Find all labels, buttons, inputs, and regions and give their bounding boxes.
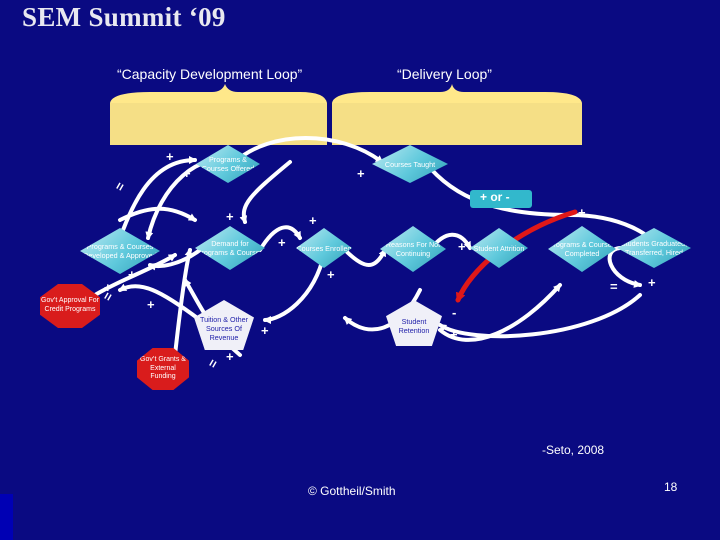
delivery-loop-label: “Delivery Loop” [397,66,492,82]
link-retention-to-completed [438,283,562,342]
citation: -Seto, 2008 [542,443,605,457]
sign-plus: + [450,327,458,342]
left-edge-bar [0,494,13,540]
link-grants-to-demand [173,248,193,357]
link-offered-to-taught [233,136,384,164]
sign-plus: + [278,235,286,250]
sign-plus: + [261,323,269,338]
sign-plus: + [357,166,365,181]
sign-plus: + [578,205,586,220]
node-programs-offered-label: Programs & Courses Offered [201,155,255,173]
capacity-loop-brace [110,84,327,103]
node-courses-enrolled-label: Courses Enrolled [296,243,352,253]
page-number: 18 [664,480,678,494]
link-tuition-to-developed [118,283,202,322]
delivery-loop-box [332,103,582,145]
sign-plus: + [648,275,656,290]
sign-plus-or-minus: + or - [480,190,510,204]
node-govt-approval: Gov’t Approval For Credit Programs [40,284,100,328]
sign-minus: - [452,305,457,320]
node-programs-completed-label: Programs & Courses Completed [548,240,616,258]
sign-delay: = [610,279,618,294]
slide-title: SEM Summit ‘09 [22,2,226,32]
plus-or-minus-badge [470,190,532,208]
node-govt-grants-label: Gov’t Grants & External Funding [140,355,186,381]
sign-plus: + [128,267,136,282]
link-approval-to-developed [93,253,177,297]
sign-plus: + [183,166,191,181]
sign-plus: + [458,239,466,254]
link-graduates-to-retention [438,293,642,339]
node-tuition-revenue-label: Tuition & Other Sources Of Revenue [199,314,249,342]
node-demand-label: Demand for Programs & Courses [196,239,264,257]
node-govt-grants: Gov’t Grants & External Funding [137,348,189,390]
node-student-attrition-label: Student Attrition [473,243,525,253]
link-demand-to-enrolled [258,225,302,252]
capacity-loop-label: “Capacity Development Loop” [117,66,303,82]
sign-plus: + [226,209,234,224]
sign-plus: + [147,297,155,312]
node-student-retention-label: Student Retention [398,317,430,335]
sign-plus: + [104,280,112,295]
copyright: © Gottheil/Smith [308,484,396,498]
sign-plus: + [166,149,174,164]
node-reasons-not-continuing-label: Reasons For Not Continuing [385,240,441,258]
node-govt-approval-label: Gov’t Approval For Credit Programs [41,297,99,313]
sign-plus: + [309,213,317,228]
node-students-graduated-label: Students Graduated, Transferred, Hired [620,239,688,257]
node-courses-taught-label: Courses Taught [384,159,436,169]
link-developed-to-demand [118,206,197,222]
link-enrolled-to-reasons [343,248,387,267]
delivery-loop-brace [332,84,582,103]
sign-plus: + [226,349,234,364]
node-programs-developed-label: Programs & Courses Developed & Approved [83,242,157,260]
sign-plus: + [327,267,335,282]
link-offered-to-demand [239,160,292,224]
